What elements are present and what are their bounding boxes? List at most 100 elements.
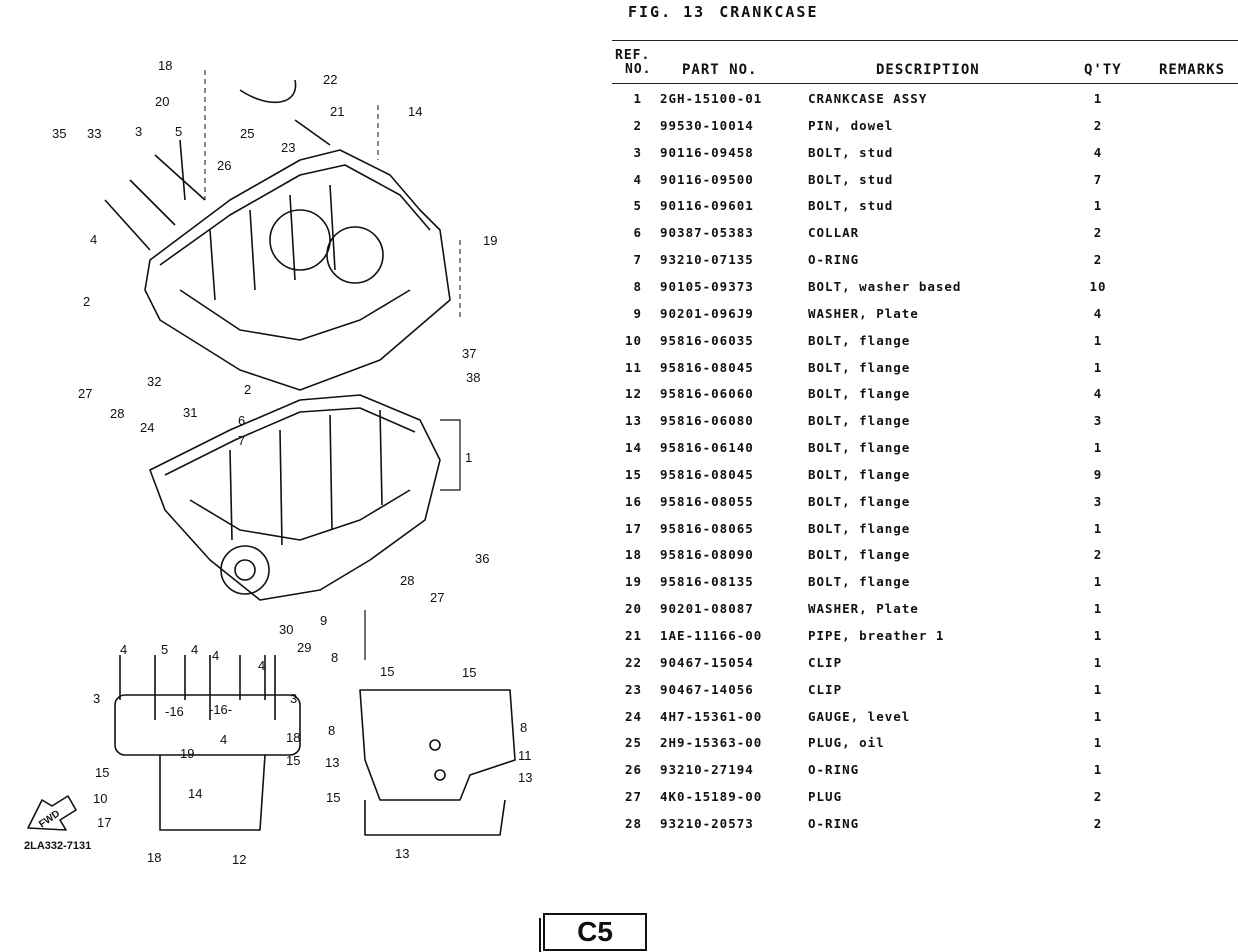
ref-number: 28 (624, 815, 642, 831)
part-number: 93210-27194 (660, 762, 754, 778)
svg-text:8: 8 (520, 720, 527, 735)
part-description: PLUG (808, 789, 843, 805)
header-ref-no-line1: REF. (615, 48, 651, 63)
svg-text:8: 8 (328, 723, 335, 738)
svg-text:27: 27 (78, 386, 92, 401)
part-number: 93210-07135 (660, 252, 754, 268)
part-quantity: 1 (1093, 91, 1103, 106)
part-description: WASHER, Plate (808, 601, 919, 617)
ref-number: 18 (624, 547, 642, 563)
svg-text:15: 15 (462, 665, 476, 680)
svg-text:4: 4 (90, 232, 97, 247)
part-number: 90387-05383 (660, 225, 754, 241)
part-description: BOLT, washer based (808, 278, 962, 294)
part-number: 90116-09458 (660, 144, 754, 160)
ref-number: 7 (633, 252, 642, 268)
svg-text:13: 13 (518, 770, 532, 785)
part-quantity: 1 (1093, 762, 1103, 778)
header-part-no: PART NO. (682, 62, 758, 78)
ref-number: 26 (624, 762, 642, 778)
ref-number: 21 (624, 628, 642, 643)
svg-text:14: 14 (408, 104, 422, 119)
part-quantity: 1 (1093, 681, 1103, 697)
header-ref-no-line2: NO. (625, 62, 652, 77)
svg-text:4: 4 (120, 642, 127, 657)
part-quantity: 2 (1093, 789, 1103, 805)
part-number: 90105-09373 (660, 278, 754, 294)
part-number: 95816-08055 (660, 493, 754, 509)
svg-text:22: 22 (323, 72, 337, 87)
page-badge: C5 (539, 913, 647, 952)
svg-text:19: 19 (483, 233, 497, 248)
part-quantity: 10 (1089, 278, 1107, 294)
part-description: BOLT, stud (808, 171, 894, 187)
svg-text:20: 20 (155, 94, 169, 109)
svg-text:4: 4 (212, 648, 219, 663)
svg-text:25: 25 (240, 126, 254, 141)
svg-text:35: 35 (52, 126, 66, 141)
part-description: O-RING (808, 762, 860, 778)
part-description: BOLT, flange (808, 493, 911, 509)
ref-number: 10 (624, 332, 642, 348)
part-quantity: 2 (1093, 547, 1103, 563)
part-number: 95816-08045 (660, 359, 754, 375)
part-description: BOLT, stud (808, 198, 894, 214)
part-number: 95816-08045 (660, 466, 754, 482)
svg-text:FWD: FWD (37, 808, 62, 830)
part-number: 90201-096J9 (660, 305, 754, 321)
part-quantity: 4 (1093, 305, 1103, 321)
svg-text:5: 5 (161, 642, 168, 657)
part-quantity: 1 (1093, 601, 1103, 617)
svg-text:2: 2 (83, 294, 90, 309)
part-number: 4H7-15361-00 (660, 708, 763, 724)
svg-text:3: 3 (93, 691, 100, 706)
ref-number: 24 (624, 708, 642, 724)
ref-number: 16 (624, 493, 642, 509)
svg-text:2: 2 (244, 382, 251, 397)
ref-number: 1 (633, 91, 642, 106)
svg-text:18: 18 (158, 58, 172, 73)
part-description: BOLT, stud (808, 144, 894, 160)
part-number: 99530-10014 (660, 117, 754, 133)
part-quantity: 1 (1093, 359, 1103, 375)
part-quantity: 2 (1093, 117, 1103, 133)
svg-text:26: 26 (217, 158, 231, 173)
svg-text:3: 3 (290, 691, 297, 706)
ref-number: 6 (633, 225, 642, 241)
ref-number: 25 (624, 735, 642, 751)
part-number: 90467-15054 (660, 654, 754, 670)
part-quantity: 2 (1093, 225, 1103, 241)
svg-text:-16: -16 (165, 704, 184, 719)
header-qty: Q'TY (1084, 62, 1122, 78)
part-number: 95816-06140 (660, 440, 754, 456)
svg-text:32: 32 (147, 374, 161, 389)
part-number: 90467-14056 (660, 681, 754, 697)
svg-text:11: 11 (518, 748, 532, 763)
part-description: O-RING (808, 815, 860, 831)
part-quantity: 1 (1093, 735, 1103, 751)
part-description: CLIP (808, 654, 843, 670)
svg-text:14: 14 (188, 786, 202, 801)
part-description: BOLT, flange (808, 440, 911, 456)
part-quantity: 1 (1093, 332, 1103, 348)
svg-text:27: 27 (430, 590, 444, 605)
part-quantity: 1 (1093, 574, 1103, 590)
part-quantity: 9 (1093, 466, 1103, 482)
part-quantity: 1 (1093, 520, 1103, 536)
part-description: WASHER, Plate (808, 305, 919, 321)
part-quantity: 2 (1093, 252, 1103, 268)
part-number: 95816-08065 (660, 520, 754, 536)
part-description: BOLT, flange (808, 466, 911, 482)
svg-text:4: 4 (258, 658, 265, 673)
